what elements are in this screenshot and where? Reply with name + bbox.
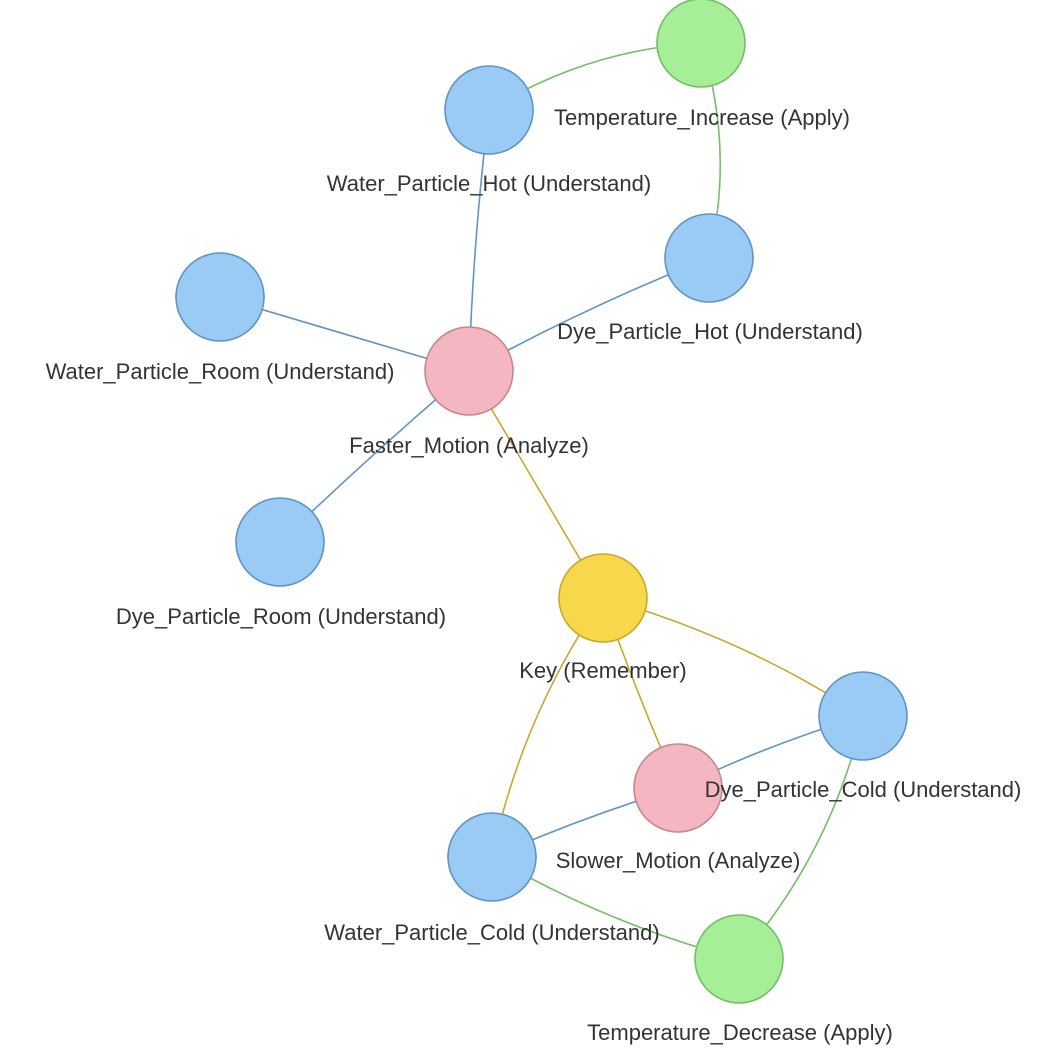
node-label-dye-particle-room: Dye_Particle_Room (Understand)	[116, 604, 446, 629]
node-faster-motion[interactable]	[424, 326, 514, 416]
node-label-faster-motion: Faster_Motion (Analyze)	[349, 433, 589, 458]
node-dye-particle-cold[interactable]	[818, 671, 908, 761]
node-water-particle-cold[interactable]	[447, 812, 537, 902]
node-temperature-increase[interactable]	[656, 0, 746, 88]
node-slower-motion[interactable]	[633, 743, 723, 833]
node-label-water-particle-room: Water_Particle_Room (Understand)	[46, 359, 395, 384]
node-dye-particle-hot[interactable]	[664, 213, 754, 303]
node-label-slower-motion: Slower_Motion (Analyze)	[556, 848, 801, 873]
node-label-temperature-decrease: Temperature_Decrease (Apply)	[587, 1020, 893, 1045]
node-label-water-particle-hot: Water_Particle_Hot (Understand)	[327, 171, 651, 196]
labels-layer: Temperature_Increase (Apply) Water_Partic…	[46, 105, 1022, 1045]
node-key[interactable]	[558, 553, 648, 643]
node-dye-particle-room[interactable]	[235, 497, 325, 587]
nodes-layer	[175, 0, 908, 1004]
node-temperature-decrease[interactable]	[694, 914, 784, 1004]
node-label-temperature-increase: Temperature_Increase (Apply)	[554, 105, 850, 130]
node-water-particle-hot[interactable]	[444, 65, 534, 155]
node-label-dye-particle-hot: Dye_Particle_Hot (Understand)	[557, 319, 863, 344]
node-water-particle-room[interactable]	[175, 252, 265, 342]
node-label-water-particle-cold: Water_Particle_Cold (Understand)	[324, 920, 659, 945]
node-label-key: Key (Remember)	[519, 658, 686, 683]
node-label-dye-particle-cold: Dye_Particle_Cold (Understand)	[705, 777, 1022, 802]
